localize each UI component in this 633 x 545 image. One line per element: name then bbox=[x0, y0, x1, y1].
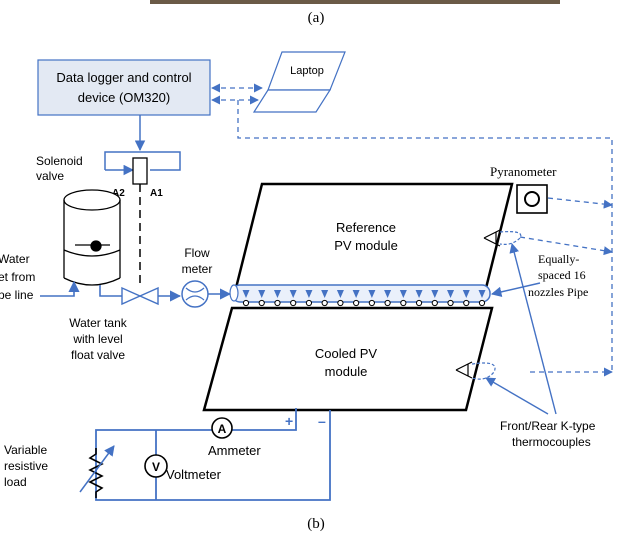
load-label-1: Variable bbox=[4, 443, 47, 457]
data-logger-label-2: device (OM320) bbox=[78, 90, 170, 105]
nozzle-outlet bbox=[400, 299, 407, 307]
ammeter-icon: A bbox=[211, 417, 233, 439]
tank-label-2: with level bbox=[72, 332, 122, 346]
nozzle bbox=[384, 290, 392, 298]
nozzle-outlet bbox=[415, 299, 423, 307]
nozzle bbox=[415, 290, 423, 298]
tank-label-3: float valve bbox=[71, 348, 125, 362]
nozzle-row bbox=[242, 290, 486, 307]
thermo-pointer-cooled bbox=[485, 377, 549, 415]
flow-meter-icon bbox=[181, 280, 209, 308]
water-inlet-label-1: Water bbox=[0, 252, 30, 266]
nozzle-outlet bbox=[321, 299, 328, 307]
solenoid-label-2: valve bbox=[36, 169, 64, 183]
nozzle-outlet bbox=[274, 299, 281, 307]
nozzle-label-2: spaced 16 bbox=[538, 268, 586, 282]
nozzle-outlet bbox=[478, 299, 486, 307]
tank-label-1: Water tank bbox=[69, 316, 128, 330]
nozzle bbox=[462, 290, 470, 298]
water-tank-icon bbox=[63, 189, 121, 286]
ref-thermocouple-icon bbox=[483, 229, 522, 247]
nozzle-label-1: Equally- bbox=[538, 252, 579, 266]
caption-a: (a) bbox=[308, 10, 325, 26]
pyranometer-dashed-link bbox=[547, 197, 613, 209]
nozzle-outlet bbox=[463, 299, 470, 307]
a2-label: A2 bbox=[112, 188, 125, 199]
nozzle bbox=[399, 290, 407, 298]
nozzle bbox=[258, 290, 266, 298]
nozzle-outlet bbox=[258, 299, 265, 307]
sensor-bus-dashed bbox=[237, 100, 613, 372]
nozzle-outlet bbox=[242, 299, 250, 307]
reference-pv-label-1: Reference bbox=[336, 220, 396, 235]
nozzle-outlet bbox=[431, 299, 438, 307]
a1-label: A1 bbox=[150, 188, 163, 199]
nozzle bbox=[478, 290, 486, 298]
nozzle bbox=[305, 290, 313, 298]
laptop-label: Laptop bbox=[290, 65, 324, 77]
ammeter-label: Ammeter bbox=[208, 443, 261, 458]
solenoid-label-1: Solenoid bbox=[36, 154, 83, 168]
voltmeter-symbol: V bbox=[152, 460, 160, 474]
thermocouple-label-2: thermocouples bbox=[512, 435, 591, 449]
nozzle-outlet bbox=[368, 299, 375, 307]
data-logger-label-1: Data logger and control bbox=[56, 70, 191, 85]
cooled-pv-module bbox=[202, 306, 494, 412]
voltmeter-label: Voltmeter bbox=[166, 467, 222, 482]
load-label-2: resistive bbox=[4, 459, 48, 473]
nozzle-pipe bbox=[229, 284, 491, 303]
photo-a-strip bbox=[150, 0, 560, 4]
water-inlet-pipe bbox=[40, 280, 80, 297]
reference-pv-label-2: PV module bbox=[334, 238, 398, 253]
pyranometer-icon bbox=[516, 184, 548, 214]
tank-outlet-pipe bbox=[99, 285, 122, 297]
reference-pv-module bbox=[234, 182, 514, 290]
cooled-pv-label-2: module bbox=[325, 364, 368, 379]
ammeter-symbol: A bbox=[218, 422, 227, 436]
nozzle-outlet bbox=[337, 299, 344, 307]
voltmeter-icon: V bbox=[144, 454, 168, 478]
nozzle bbox=[321, 290, 329, 298]
laptop-icon: Laptop bbox=[252, 51, 346, 113]
nozzle-outlet bbox=[353, 299, 360, 307]
nozzle-pointer bbox=[490, 282, 541, 298]
nozzle bbox=[431, 290, 439, 298]
caption-b: (b) bbox=[307, 516, 325, 532]
valve-icon bbox=[121, 286, 159, 306]
nozzle bbox=[289, 290, 297, 298]
flow-meter-label-2: meter bbox=[182, 262, 213, 276]
nozzle-outlet bbox=[447, 299, 454, 307]
variable-resistor-icon bbox=[79, 445, 115, 498]
nozzle bbox=[368, 290, 376, 298]
water-inlet-label-3: pe line bbox=[0, 288, 34, 302]
nozzle-outlet bbox=[384, 299, 391, 307]
nozzle-outlet bbox=[290, 299, 297, 307]
nozzle bbox=[242, 290, 250, 298]
nozzle bbox=[352, 290, 360, 298]
flow-meter-label-1: Flow bbox=[184, 246, 210, 260]
thermo-pointer-ref bbox=[509, 243, 557, 415]
nozzle-outlet bbox=[305, 299, 313, 307]
nozzle-label-3: nozzles Pipe bbox=[528, 285, 588, 299]
pyranometer-label: Pyranometer bbox=[490, 164, 557, 179]
nozzle bbox=[273, 290, 281, 298]
ref-thermo-dashed-link bbox=[519, 236, 613, 256]
water-inlet-label-2: et from bbox=[0, 270, 35, 284]
cooled-thermocouple-icon bbox=[455, 361, 496, 380]
nozzle bbox=[336, 290, 344, 298]
nozzle bbox=[447, 290, 455, 298]
thermocouple-label-1: Front/Rear K-type bbox=[500, 419, 596, 433]
plus-terminal: + bbox=[285, 413, 293, 429]
cooled-pv-label-1: Cooled PV bbox=[315, 346, 377, 361]
data-logger-box: Data logger and control device (OM320) bbox=[37, 59, 211, 116]
load-label-3: load bbox=[4, 475, 27, 489]
solenoid-valve-icon bbox=[104, 115, 181, 288]
minus-terminal: – bbox=[318, 413, 326, 429]
